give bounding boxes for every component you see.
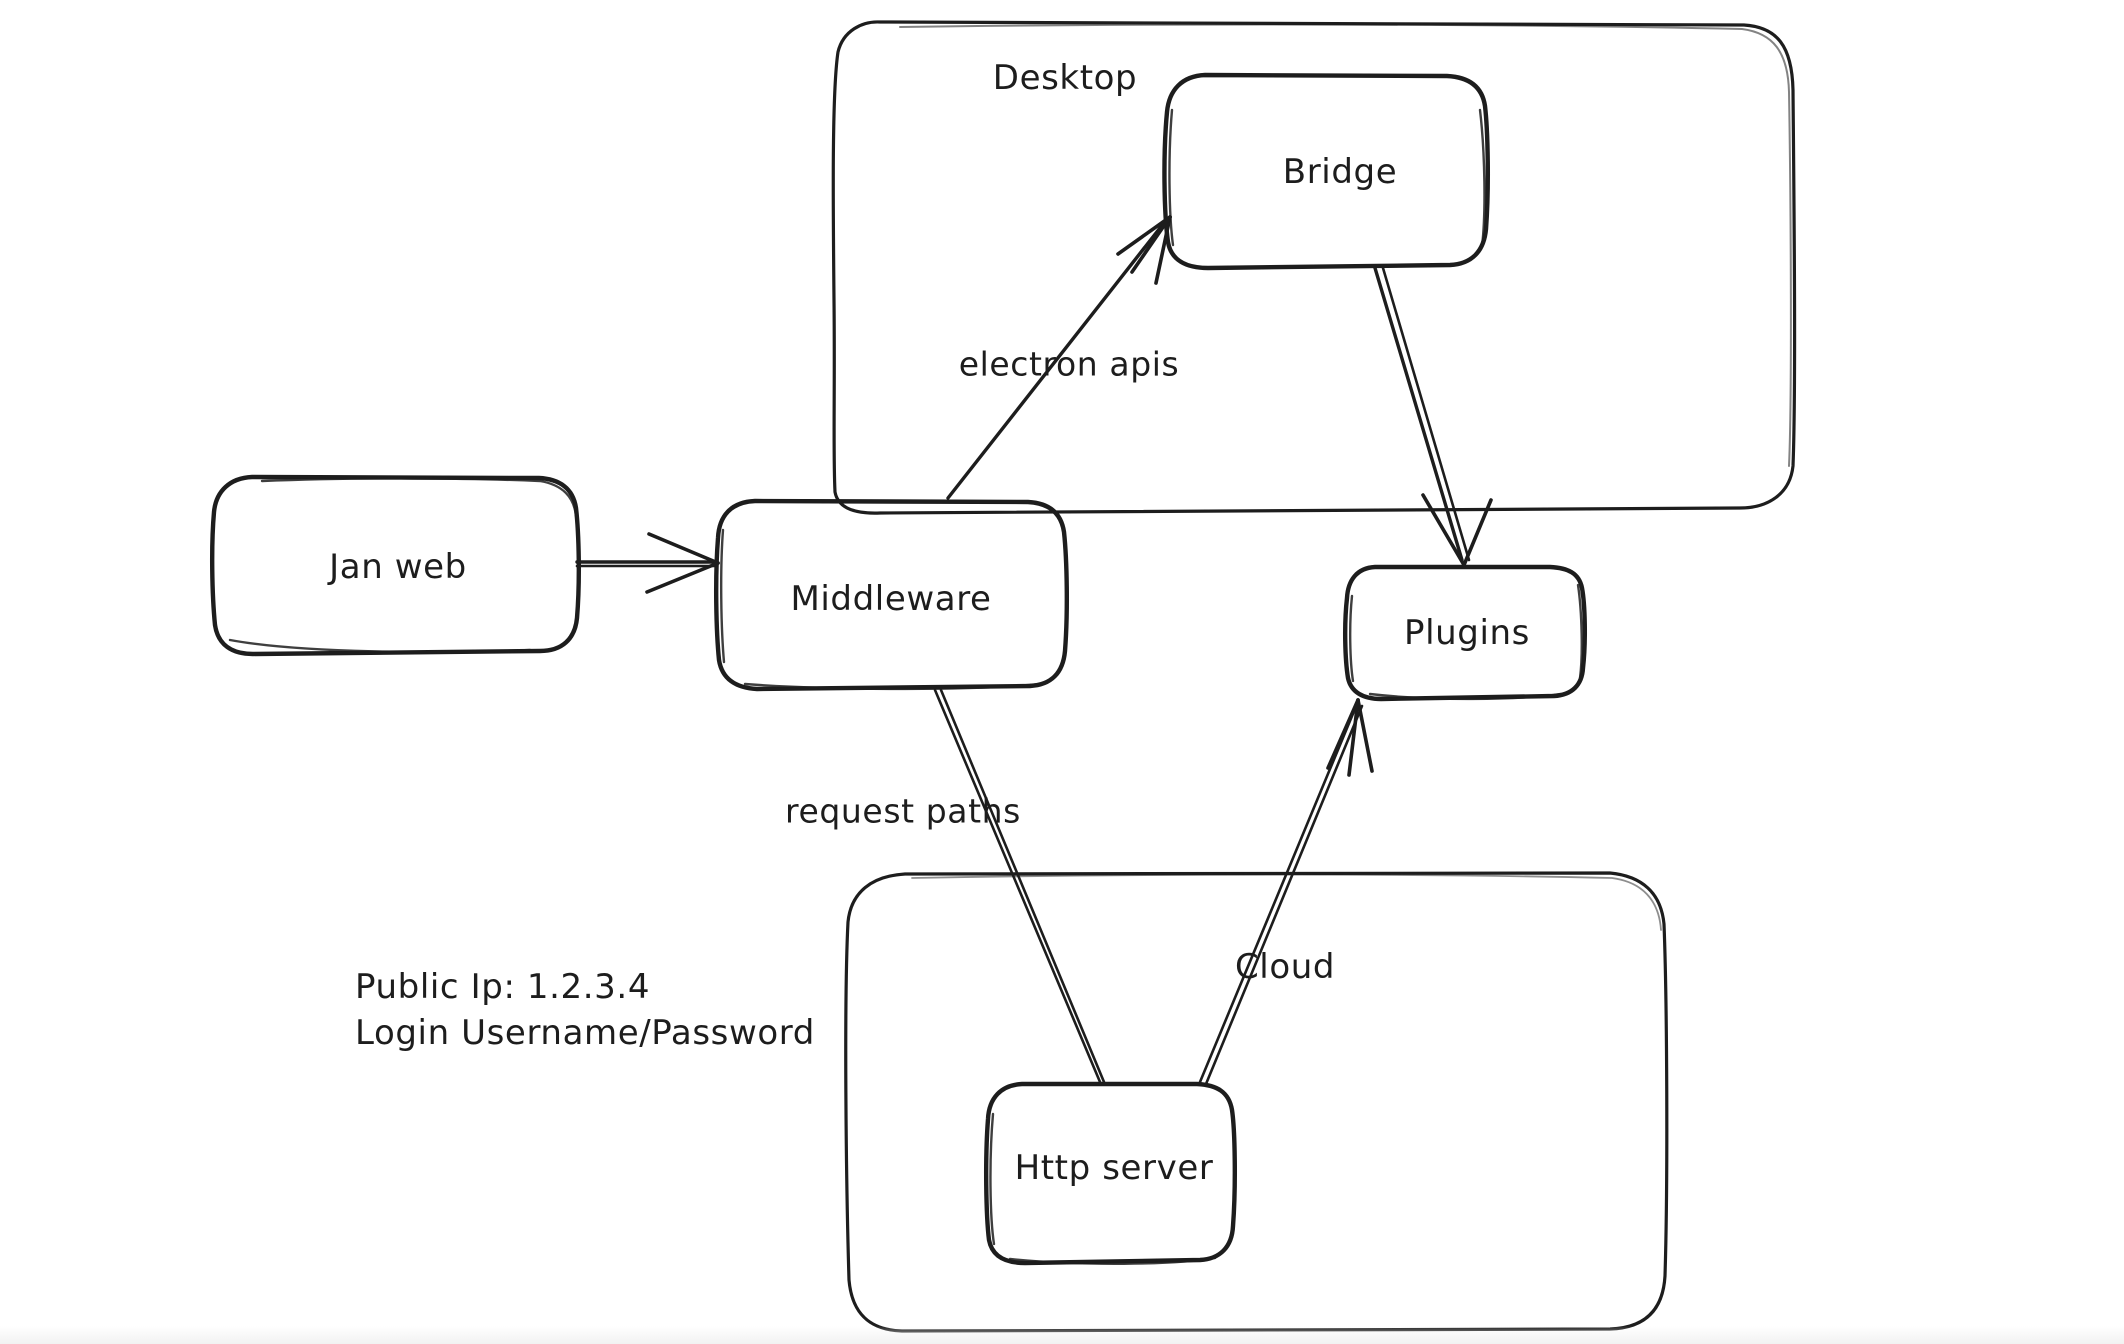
bottom-edge-fade [0, 1326, 2124, 1344]
node-label-plugins: Plugins [1404, 613, 1530, 653]
node-label-middleware: Middleware [790, 579, 992, 619]
node-bridge[interactable] [1162, 72, 1491, 271]
edge-label-request-paths: request paths [785, 791, 1021, 831]
node-http-server[interactable] [983, 1081, 1237, 1266]
container-label-cloud: Cloud [1234, 947, 1336, 987]
edge-middleware-to-http-server [933, 688, 1106, 1084]
edge-http-server-to-plugins [1198, 698, 1374, 1086]
container-label-desktop: Desktop [992, 58, 1138, 98]
node-label-bridge: Bridge [1282, 152, 1398, 192]
node-label-jan-web: Jan web [329, 547, 467, 587]
edge-bridge-to-plugins [1373, 266, 1493, 567]
edge-jan-web-to-middleware [575, 532, 720, 594]
note-line-public-ip: Public Ip: 1.2.3.4 [355, 967, 651, 1007]
edge-middleware-to-bridge [946, 215, 1172, 500]
edge-label-electron-apis: electron apis [958, 344, 1180, 384]
container-desktop[interactable] [831, 20, 1797, 515]
node-jan-web[interactable] [210, 474, 581, 657]
node-plugins[interactable] [1342, 564, 1588, 702]
node-label-http-server: Http server [1014, 1148, 1214, 1188]
cloud-access-note: Public Ip: 1.2.3.4 Login Username/Passwo… [355, 965, 815, 1057]
node-middleware[interactable] [713, 498, 1069, 692]
container-cloud[interactable] [844, 871, 1669, 1333]
note-line-login: Login Username/Password [355, 1012, 815, 1053]
